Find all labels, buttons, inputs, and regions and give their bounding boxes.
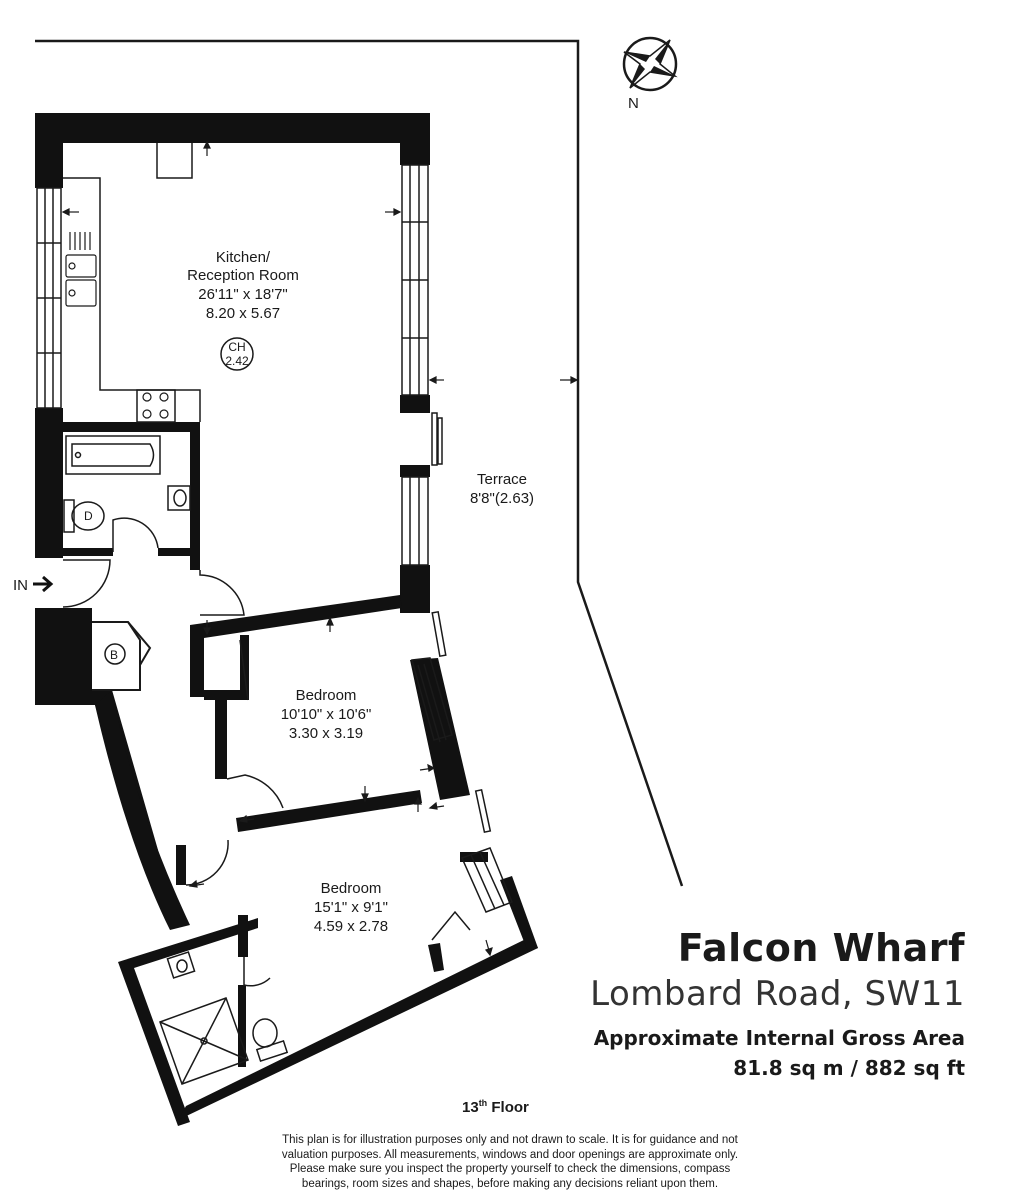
disclaimer-line: bearings, room sizes and shapes, before … [301, 1177, 719, 1190]
toilet-label: D [84, 509, 93, 523]
property-address: Lombard Road, SW11 [590, 974, 965, 1014]
kitchen-name-line1: Kitchen/ [216, 249, 271, 266]
boiler-label: B [110, 648, 118, 662]
dimension-arrows [61, 140, 579, 957]
property-name: Falcon Wharf [677, 926, 965, 970]
disclaimer-line: valuation purposes. All measurements, wi… [281, 1148, 739, 1161]
property-title-block: Falcon Wharf Lombard Road, SW11 Approxim… [590, 926, 965, 1080]
bedroom1-name: Bedroom [296, 687, 357, 704]
terrace-sliding-door [431, 412, 443, 466]
floor-suffix: th [478, 1098, 488, 1108]
boiler-icon [104, 643, 126, 665]
kitchen-name-line2: Reception Room [187, 267, 299, 284]
terrace-boundary [35, 39, 684, 887]
floor-number: 13 [462, 1099, 479, 1116]
floor-label: 13th Floor [462, 1098, 529, 1116]
boiler-cupboard [92, 621, 152, 691]
bedroom2-window [460, 788, 513, 913]
kitchen-left-window [36, 187, 62, 409]
entrance-arrow-icon [33, 575, 54, 593]
kitchen-imperial-size: 26'11" x 18'7" [198, 286, 288, 303]
bedroom1-metric-size: 3.30 x 3.19 [289, 725, 363, 742]
bedroom2-name: Bedroom [321, 880, 382, 897]
toilet-icon [63, 499, 105, 533]
area-value: 81.8 sq m / 882 sq ft [733, 1056, 965, 1080]
ensuite-toilet-icon [252, 1018, 289, 1062]
kitchen-right-window [401, 164, 429, 566]
shower-tray-icon [159, 997, 249, 1085]
ensuite-basin-icon [166, 951, 196, 979]
compass-north-label: N [628, 95, 639, 112]
kitchen-sink-icon [65, 232, 97, 307]
bath-icon [65, 435, 161, 475]
kitchen-units [63, 143, 201, 423]
ceiling-height-badge [220, 337, 254, 371]
kitchen-metric-size: 8.20 x 5.67 [206, 305, 280, 322]
disclaimer: This plan is for illustration purposes o… [240, 1133, 780, 1191]
bedroom2-metric-size: 4.59 x 2.78 [314, 918, 388, 935]
hob-icon [142, 392, 169, 419]
terrace-name: Terrace [477, 471, 527, 488]
bedroom1-imperial-size: 10'10" x 10'6" [281, 706, 372, 723]
ceiling-height-value: 2.42 [225, 354, 249, 368]
interior-walls [63, 422, 488, 1067]
floor-word: Floor [491, 1099, 529, 1116]
bedroom2-imperial-size: 15'1" x 9'1" [314, 899, 388, 916]
terrace-size: 8'8"(2.63) [470, 490, 534, 507]
basin-icon [167, 485, 191, 511]
disclaimer-line: This plan is for illustration purposes o… [282, 1134, 738, 1146]
exterior-walls [35, 113, 538, 1126]
entrance-label: IN [13, 577, 28, 594]
compass-rose-icon [622, 36, 678, 92]
disclaimer-line: Please make sure you inspect the propert… [289, 1163, 731, 1176]
bedroom1-window [411, 610, 453, 743]
ceiling-height-label: CH [228, 340, 245, 354]
area-label: Approximate Internal Gross Area [593, 1026, 965, 1050]
